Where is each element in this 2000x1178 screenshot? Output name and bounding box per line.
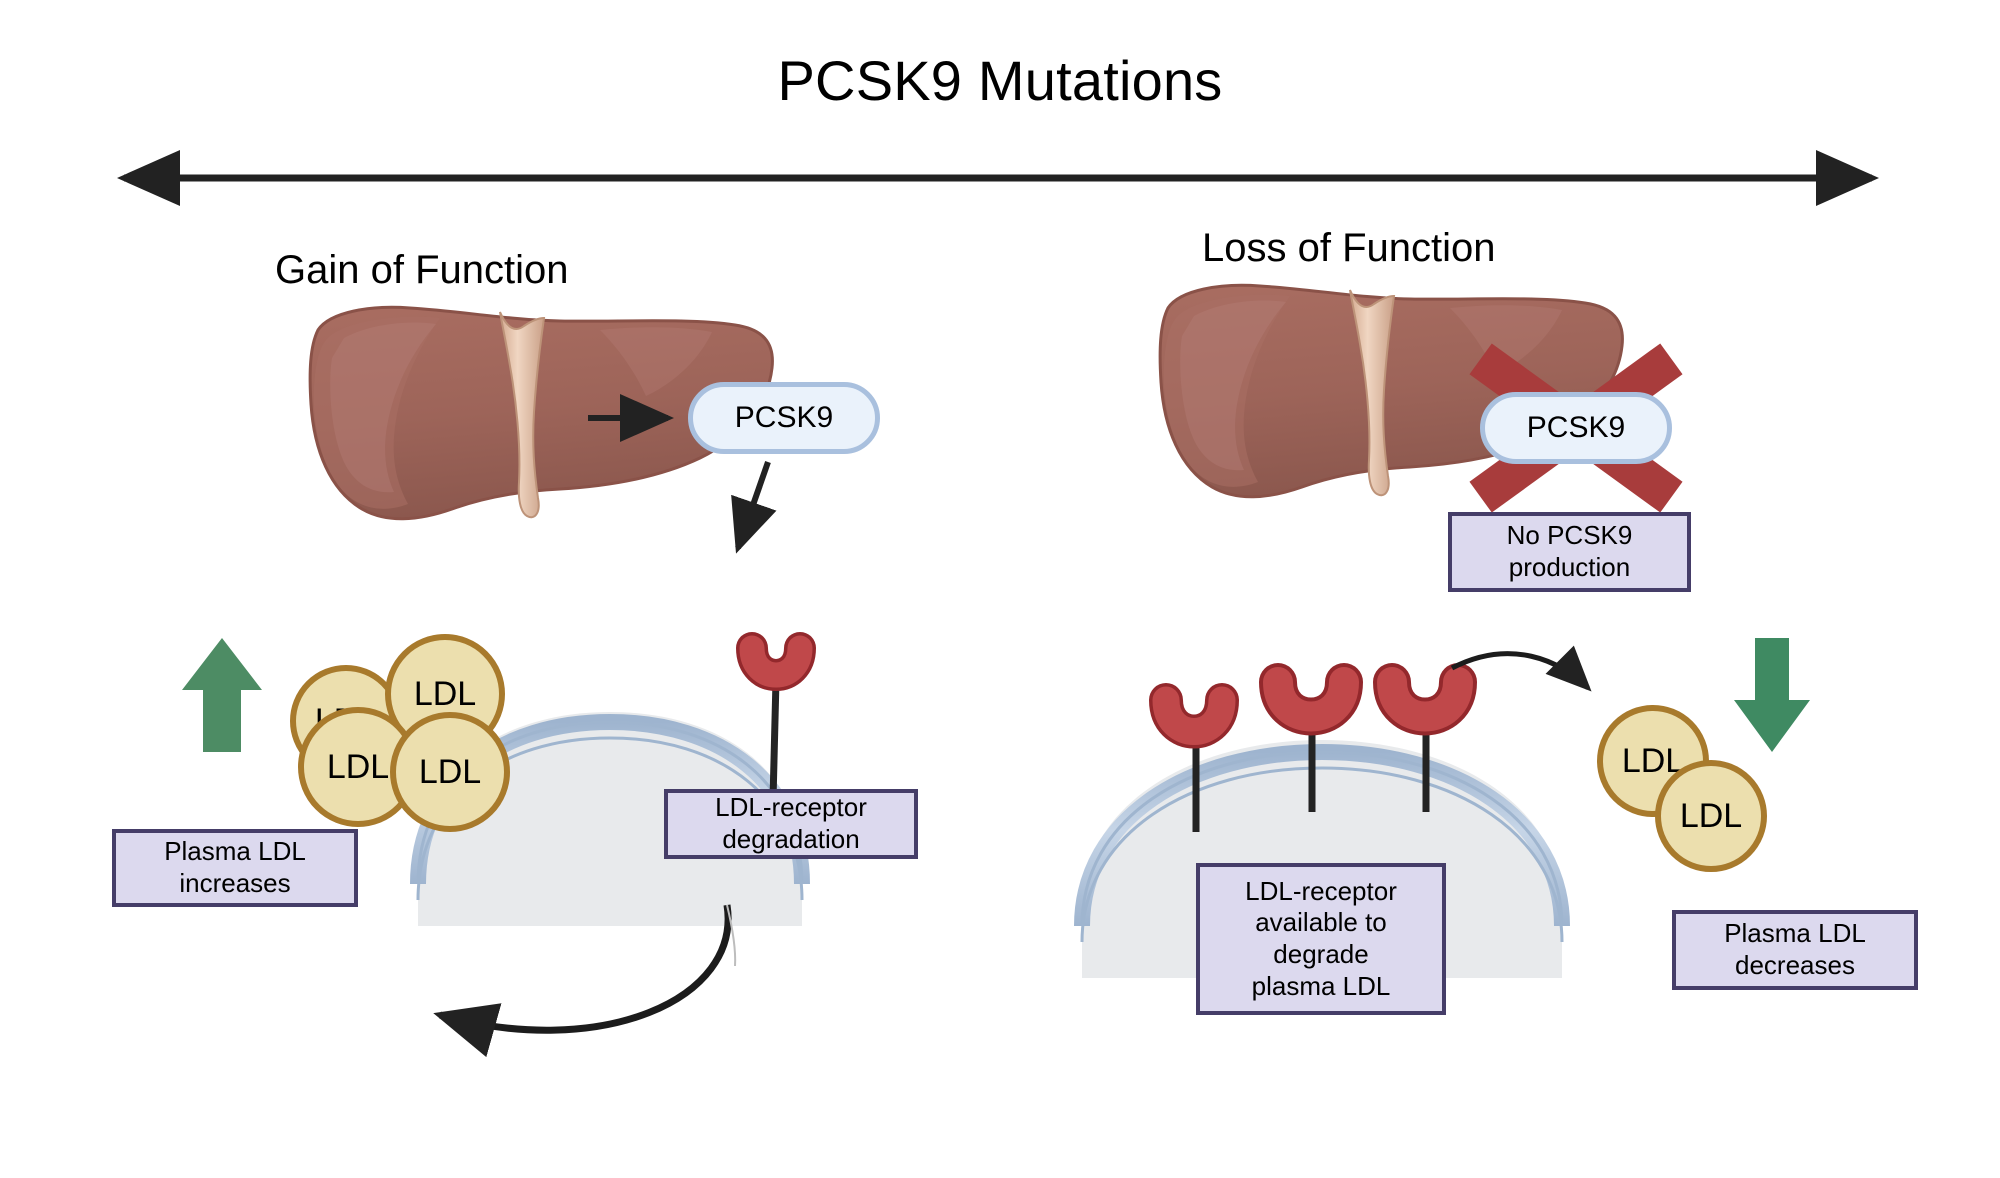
callout-line: decreases (1735, 950, 1855, 980)
arrow-pcsk9-to-receptor-left (731, 461, 777, 554)
callout-ldl-receptor-degradation: LDL-receptor degradation (664, 789, 918, 859)
page-title: PCSK9 Mutations (777, 49, 1223, 112)
callout-plasma-ldl-decreases: Plasma LDL decreases (1672, 910, 1918, 990)
ldl-particle: LDL (390, 712, 510, 832)
callout-line: Plasma LDL (164, 836, 306, 867)
callout-line: available to (1255, 907, 1387, 938)
ldl-receptor-right-1 (1149, 683, 1239, 832)
ldl-receptor-right-2 (1259, 663, 1363, 812)
down-arrow-ldl-decrease (1734, 638, 1810, 752)
pcsk9-pill-left: PCSK9 (688, 382, 880, 454)
callout-ldl-receptor-available: LDL-receptor available to degrade plasma… (1196, 863, 1446, 1015)
callout-line: Plasma LDL (1724, 918, 1866, 949)
liver-illustration-left (308, 305, 774, 521)
callout-line: production (1508, 552, 1631, 582)
callout-line: degradation (722, 824, 860, 854)
arrow-receptor-to-ldl-right (1450, 645, 1592, 692)
callout-line: No PCSK9 (1506, 520, 1633, 551)
callout-plasma-ldl-increases: Plasma LDL increases (112, 829, 358, 907)
callout-line: LDL-receptor (1245, 875, 1397, 906)
callout-line: increases (179, 868, 291, 898)
callout-line: degrade (1273, 939, 1369, 969)
callout-line: LDL-receptor (715, 792, 867, 823)
callout-no-pcsk9-production: No PCSK9 production (1448, 512, 1691, 592)
ldl-receptor-right-3 (1373, 663, 1477, 812)
up-arrow-ldl-increase (182, 638, 262, 752)
section-heading-gain-of-function: Gain of Function (275, 248, 569, 292)
feedback-curve-left (433, 904, 737, 1058)
pcsk9-pill-right: PCSK9 (1480, 392, 1672, 464)
ldl-particle: LDL (1655, 760, 1767, 872)
section-heading-loss-of-function: Loss of Function (1202, 226, 1496, 270)
callout-line: plasma LDL (1251, 970, 1391, 1001)
